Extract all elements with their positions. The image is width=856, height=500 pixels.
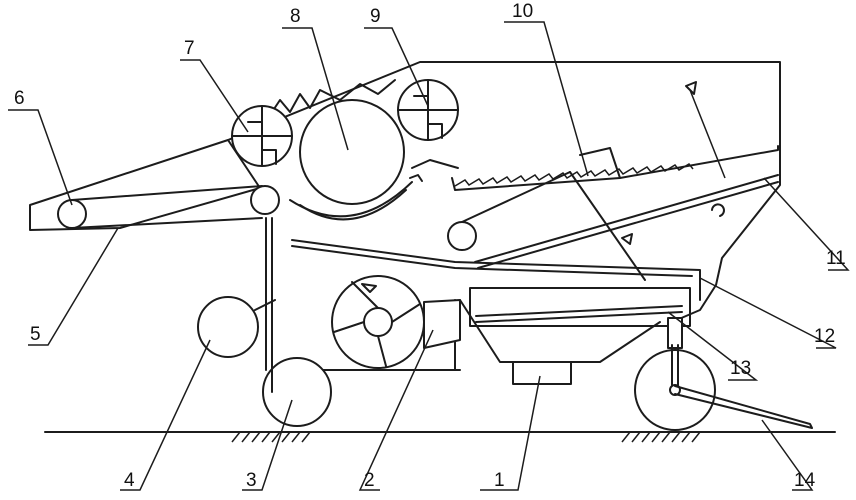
label-1: 1 <box>494 470 505 491</box>
label-7: 7 <box>184 38 195 59</box>
machine-frame <box>227 61 781 371</box>
cleaning-fan <box>331 275 461 369</box>
label-13: 13 <box>730 358 751 379</box>
label-9: 9 <box>370 6 381 27</box>
grain-pan <box>291 239 701 301</box>
beater-drum-7 <box>231 105 293 167</box>
label-3: 3 <box>246 470 257 491</box>
wheel-3 <box>262 217 332 427</box>
label-8: 8 <box>290 6 301 27</box>
label-11: 11 <box>826 248 846 269</box>
label-6: 6 <box>14 88 25 109</box>
feed-conveyor <box>29 139 280 231</box>
frame-truss <box>267 79 396 119</box>
upper-sieve <box>447 145 779 281</box>
tow-bar <box>674 385 813 429</box>
wheel-4 <box>197 296 276 358</box>
beater-drum-9 <box>397 79 459 141</box>
engine-box <box>512 361 572 385</box>
auger-housing <box>469 287 691 349</box>
part-labels: 1 2 3 4 5 6 7 8 9 10 11 12 13 14 <box>14 1 846 491</box>
leader-lines <box>8 21 850 491</box>
label-10: 10 <box>512 1 533 22</box>
inclined-sieve-plate <box>474 81 779 269</box>
rear-wheel <box>634 344 716 431</box>
label-5: 5 <box>30 324 41 345</box>
label-12: 12 <box>814 326 835 347</box>
label-2: 2 <box>364 470 375 491</box>
label-4: 4 <box>124 470 135 491</box>
ground <box>44 431 836 443</box>
label-14: 14 <box>794 470 816 491</box>
threshing-drum <box>289 99 459 221</box>
